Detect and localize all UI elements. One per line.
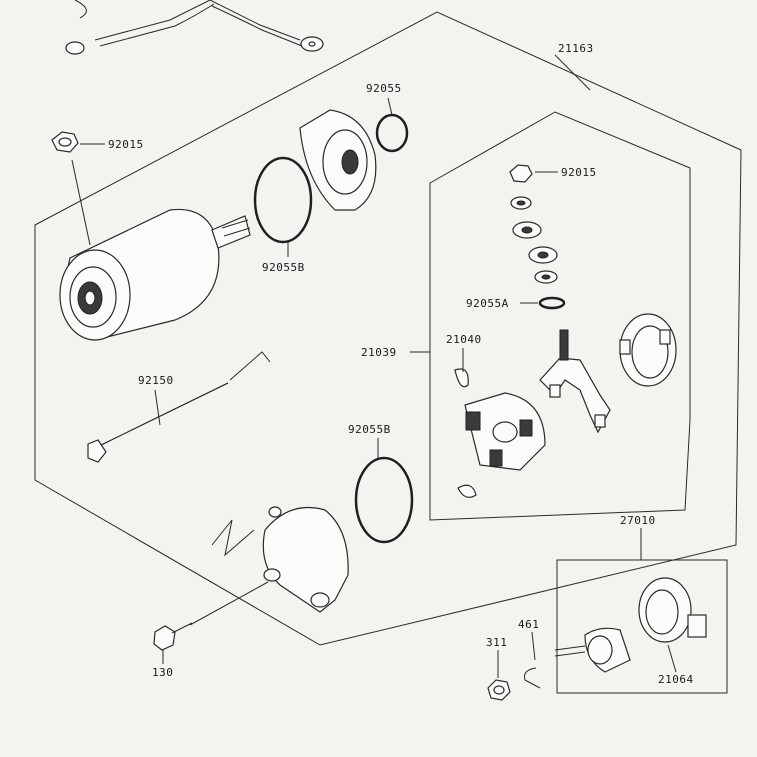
label-21064: 21064 <box>658 673 694 686</box>
o-ring-92055b-top <box>253 156 313 244</box>
terminal-bracket <box>539 329 611 434</box>
label-92055b-mid: 92055B <box>348 423 391 436</box>
label-92055a: 92055A <box>466 297 509 310</box>
brush-cover <box>619 313 677 387</box>
o-ring-92055b-mid <box>354 456 414 544</box>
brush-assembly-outline <box>429 111 691 521</box>
label-21040: 21040 <box>446 333 482 346</box>
label-92015-left: 92015 <box>108 138 144 151</box>
clip-461 <box>524 667 541 689</box>
label-130: 130 <box>152 666 173 679</box>
end-cover-front <box>299 109 377 211</box>
starter-motor <box>59 208 251 341</box>
nut-311 <box>487 679 511 701</box>
cable-assembly-top <box>65 0 324 55</box>
relay-assembly-outline <box>556 559 728 694</box>
relay-cover <box>638 577 707 643</box>
label-92015-right: 92015 <box>561 166 597 179</box>
nut-92015-left <box>51 131 79 153</box>
rear-cover <box>262 506 349 613</box>
bolt-130 <box>153 622 193 651</box>
label-92055b-top: 92055B <box>262 261 305 274</box>
label-27010: 27010 <box>620 514 656 527</box>
label-92055-top: 92055 <box>366 82 402 95</box>
label-92150: 92150 <box>138 374 174 387</box>
through-bolt <box>87 382 229 463</box>
washer-stack <box>509 164 566 310</box>
label-311: 311 <box>486 636 507 649</box>
label-21039: 21039 <box>361 346 397 359</box>
brush-holder <box>454 368 546 498</box>
label-461: 461 <box>518 618 539 631</box>
relay-switch <box>554 627 631 673</box>
o-ring-92055-top <box>375 113 409 153</box>
main-assembly-outline <box>34 11 742 646</box>
label-21163: 21163 <box>558 42 594 55</box>
